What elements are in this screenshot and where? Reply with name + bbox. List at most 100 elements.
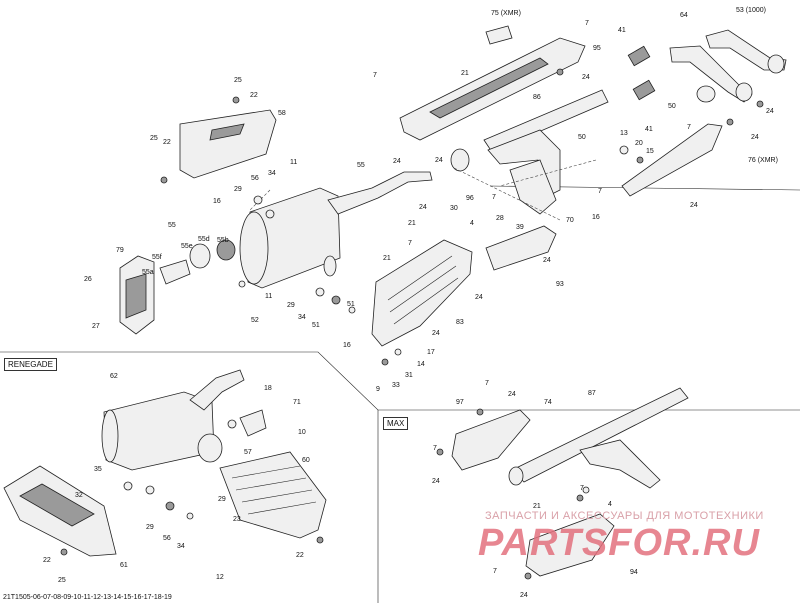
part-label: 24 [582, 74, 590, 81]
part-label: 34 [268, 170, 276, 177]
part-label: 55d [198, 236, 210, 243]
section-label-max: MAX [383, 417, 409, 430]
part-label: 50 [668, 103, 676, 110]
part-label: 9 [376, 386, 380, 393]
part-label: 41 [618, 27, 626, 34]
part-label: 24 [432, 330, 440, 337]
part-label: 7 [585, 20, 589, 27]
part-label: 7 [598, 188, 602, 195]
part-label: 24 [751, 134, 759, 141]
part-label: 11 [290, 159, 297, 166]
part-label: 55f [152, 254, 162, 261]
heat-shield-60 [219, 451, 327, 539]
part-label: 71 [293, 399, 301, 406]
part-label: 52 [251, 317, 259, 324]
part-label: 7 [485, 380, 489, 387]
part-label: 62 [110, 373, 118, 380]
part-label: 86 [533, 94, 541, 101]
end-cap-61 [3, 465, 117, 557]
part-label: 70 [566, 217, 574, 224]
part-label: 55b [217, 237, 229, 244]
part-label: 28 [496, 215, 504, 222]
bracket-57 [239, 409, 267, 437]
part-label: 16 [213, 198, 221, 205]
part-label: 58 [278, 110, 286, 117]
part-label: 55 [168, 222, 176, 229]
part-label: 56 [251, 175, 259, 182]
part-label: 7 [408, 240, 412, 247]
part-label: 7 [433, 445, 437, 452]
part-label: 23 [233, 516, 241, 523]
part-label: 96 [466, 195, 474, 202]
part-label: 51 [312, 322, 320, 329]
part-label: 34 [177, 543, 185, 550]
part-label: 55e [181, 243, 193, 250]
part-label: 24 [690, 202, 698, 209]
pipe-87 [508, 387, 689, 489]
part-label: 14 [417, 361, 425, 368]
part-label: 25 [58, 577, 66, 584]
diagram-code: 21T1505-06-07-08-09-10-11-12-13-14-15-16… [3, 594, 172, 601]
muffler-62 [101, 369, 245, 471]
part-label: 53 (1000) [736, 7, 766, 14]
part-label: 15 [646, 148, 654, 155]
part-label: 39 [516, 224, 524, 231]
part-label: 24 [543, 257, 551, 264]
fasteners [60, 68, 764, 580]
part-label: 22 [296, 552, 304, 559]
bracket-70 [509, 159, 557, 215]
part-label: 24 [475, 294, 483, 301]
part-label: 7 [492, 194, 496, 201]
part-label: 95 [593, 45, 601, 52]
bracket-93 [485, 225, 557, 271]
part-label: 27 [92, 323, 100, 330]
part-label: 16 [343, 342, 351, 349]
part-label: 4 [608, 501, 612, 508]
part-label: 4 [470, 220, 474, 227]
part-label: 75 (XMR) [491, 10, 521, 17]
part-label: 7 [580, 485, 584, 492]
section-divider [0, 351, 800, 411]
part-label: 76 (XMR) [748, 157, 778, 164]
part-label: 31 [405, 372, 413, 379]
part-label: 56 [163, 535, 171, 542]
part-label: 18 [264, 385, 272, 392]
part-label: 34 [298, 314, 306, 321]
part-label: 64 [680, 12, 688, 19]
part-label: 74 [544, 399, 552, 406]
silencer-parts [159, 239, 236, 285]
part-label: 16 [592, 214, 600, 221]
part-label: 29 [218, 496, 226, 503]
part-label: 57 [244, 449, 252, 456]
part-label: 7 [493, 568, 497, 575]
part-label: 93 [556, 281, 564, 288]
part-label: 97 [456, 399, 464, 406]
heat-shield-76 [621, 123, 723, 197]
part-label: 87 [588, 390, 596, 397]
spring-41 [627, 45, 656, 101]
part-label: 33 [392, 382, 400, 389]
part-label: 24 [432, 478, 440, 485]
part-label: 22 [163, 139, 171, 146]
part-label: 50 [578, 134, 586, 141]
part-label: 29 [287, 302, 295, 309]
part-label: 26 [84, 276, 92, 283]
part-label: 21 [533, 503, 541, 510]
part-label: 10 [298, 429, 306, 436]
header-pipe-64 [669, 29, 787, 103]
part-label: 24 [508, 391, 516, 398]
pipe-86 [450, 89, 609, 197]
part-label: 32 [75, 492, 83, 499]
watermark-tagline: ЗАПЧАСТИ И АКСЕССУАРЫ ДЛЯ МОТОТЕХНИКИ [485, 510, 764, 522]
heat-shield-94 [525, 513, 615, 577]
part-label: 22 [43, 557, 51, 564]
part-label: 41 [645, 126, 653, 133]
part-label: 21 [461, 70, 469, 77]
heat-shield-75 [399, 25, 586, 141]
part-label: 21 [383, 255, 391, 262]
part-label: 24 [766, 108, 774, 115]
end-cap-79 [119, 255, 155, 335]
